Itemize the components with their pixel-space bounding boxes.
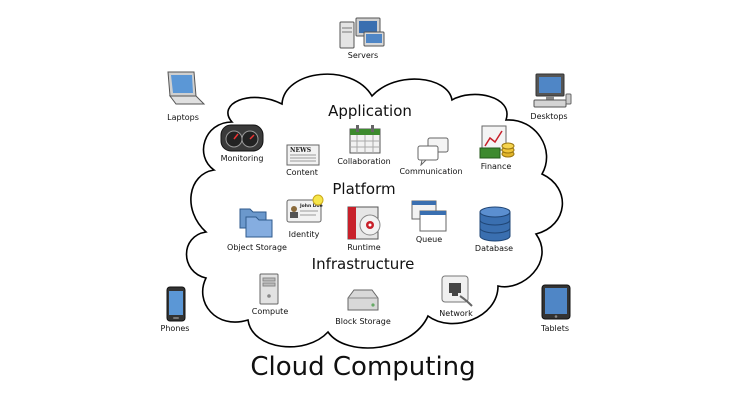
queue-windows-icon (410, 199, 448, 233)
id-card-name: John Doe (299, 203, 323, 209)
runtime-label: Runtime (347, 243, 381, 252)
monitoring-label: Monitoring (220, 154, 264, 163)
monitoring-gauge-icon (220, 124, 264, 152)
laptop-icon (162, 70, 206, 108)
speech-bubbles-icon (416, 136, 450, 167)
queue-label: Queue (415, 235, 443, 244)
servers-icon (338, 16, 386, 50)
newspaper-title: NEWS (290, 147, 311, 154)
application-heading: Application (328, 102, 412, 120)
folders-icon (238, 205, 274, 239)
phones-label: Phones (160, 324, 190, 333)
collaboration-label: Collaboration (337, 157, 391, 166)
infrastructure-heading: Infrastructure (311, 255, 415, 273)
compute-label: Compute (251, 307, 289, 316)
laptops-label: Laptops (167, 113, 199, 122)
object-storage-label: Object Storage (227, 243, 287, 252)
network-port-icon (440, 274, 474, 308)
identity-label: Identity (288, 230, 320, 239)
finance-label: Finance (480, 162, 512, 171)
desktops-label: Desktops (530, 112, 568, 121)
runtime-box-icon (346, 205, 386, 241)
communication-label: Communication (399, 167, 463, 176)
block-storage-label: Block Storage (335, 317, 391, 326)
compute-tower-icon (258, 272, 280, 306)
network-label: Network (439, 309, 473, 318)
finance-chart-money-icon (478, 124, 516, 160)
newspaper-icon: NEWS (286, 144, 320, 166)
servers-label: Servers (347, 51, 379, 60)
hard-drive-icon (346, 288, 380, 314)
phone-icon (166, 286, 186, 322)
database-icon (478, 206, 512, 242)
database-label: Database (474, 244, 514, 253)
calendar-icon (348, 124, 382, 154)
platform-heading: Platform (332, 180, 396, 198)
content-label: Content (286, 168, 318, 177)
diagram-title: Cloud Computing (250, 352, 476, 382)
tablets-label: Tablets (541, 324, 569, 333)
id-card-icon: John Doe (286, 194, 326, 224)
desktop-icon (532, 72, 572, 110)
tablet-icon (541, 284, 571, 320)
